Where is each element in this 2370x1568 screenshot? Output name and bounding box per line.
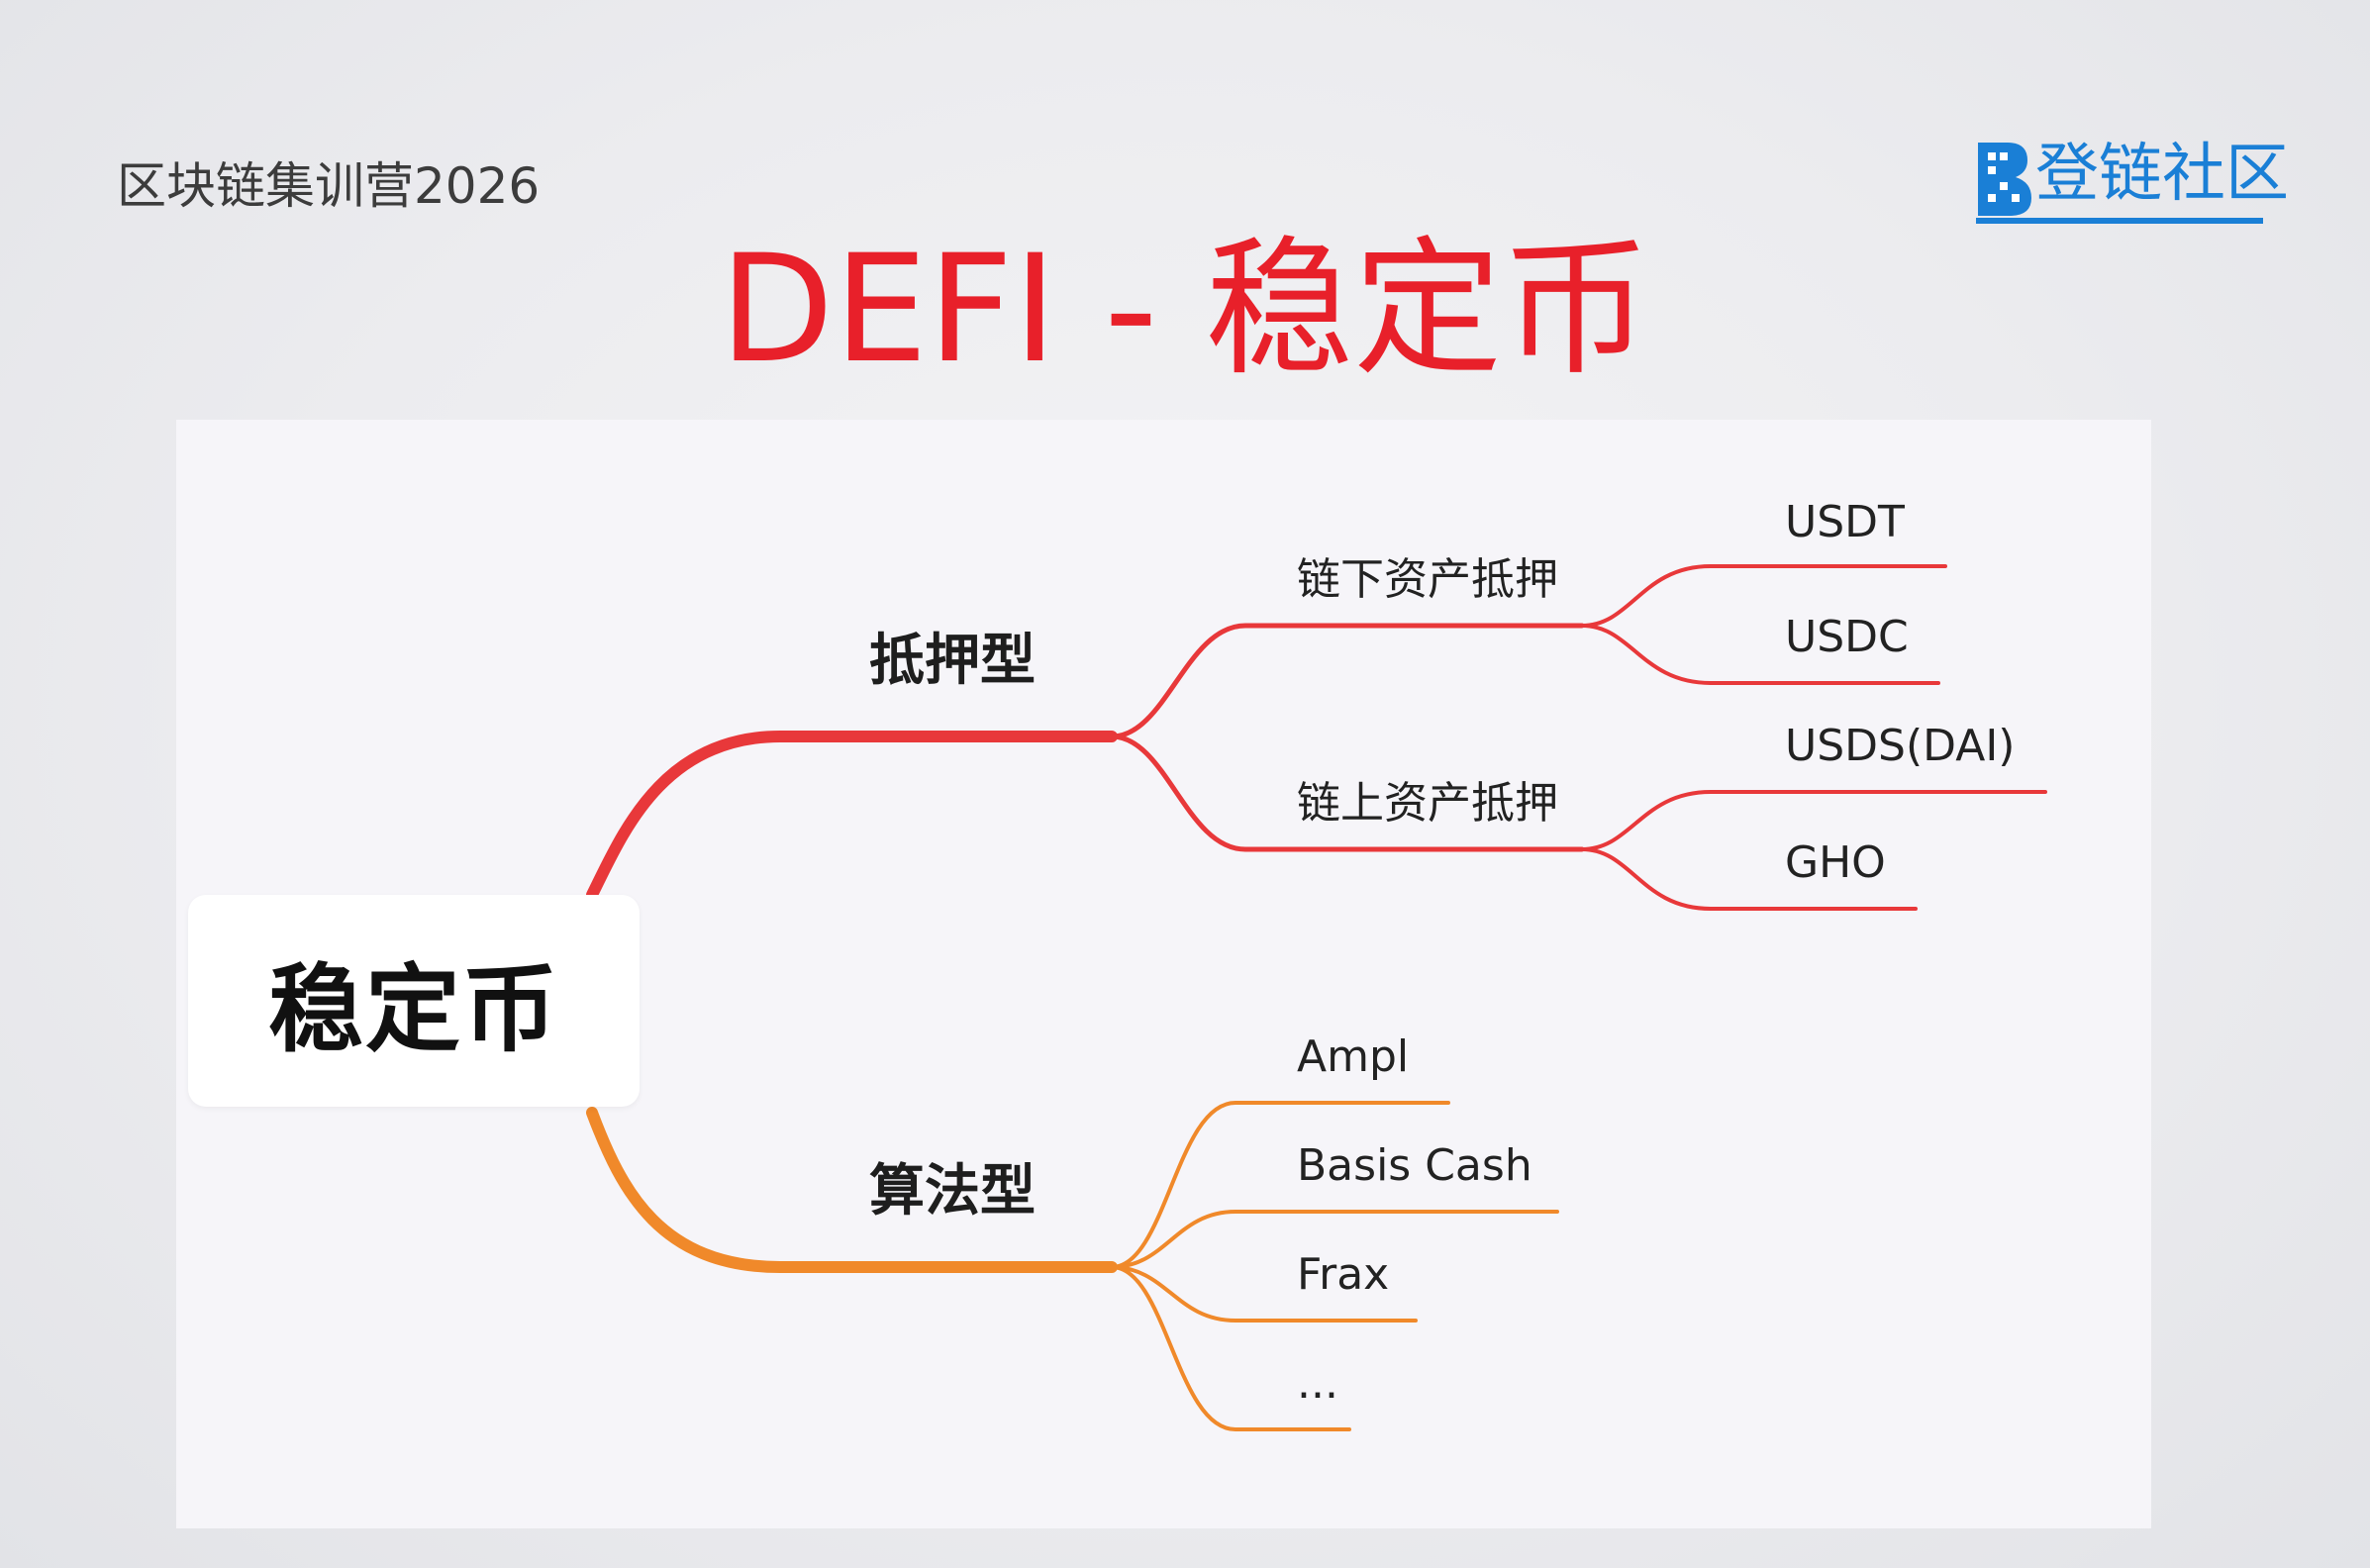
edge-onchain-gho: [1580, 847, 1918, 911]
leaf-usdt: USDT: [1785, 497, 1905, 547]
edge-root-collateral: [586, 731, 1118, 901]
edge-onchain-usds: [1580, 790, 2047, 851]
mindmap-svg: [586, 564, 2047, 1431]
leaf-usdc: USDC: [1785, 612, 1909, 662]
leaf-usds-dai: USDS(DAI): [1785, 721, 2016, 771]
course-name: 区块链集训营2026: [117, 157, 541, 215]
edge-collateral-offchain: [1109, 623, 1585, 739]
leaf-more: ...: [1297, 1358, 1338, 1409]
logo-underline: [1976, 218, 2263, 224]
edge-algo-frax: [1110, 1265, 1418, 1323]
sub-onchain-label: 链上资产抵押: [1297, 778, 1558, 829]
branch-collateral-label: 抵押型: [869, 629, 1036, 693]
upchain-logo: 登链社区: [1970, 137, 2289, 226]
branch-algorithmic-label: 算法型: [869, 1159, 1036, 1224]
root-label: 稳定币: [268, 953, 559, 1065]
edge-algo-ampl: [1110, 1101, 1450, 1269]
edge-offchain-usdc: [1580, 624, 1940, 685]
edge-collateral-onchain: [1109, 734, 1585, 852]
edge-algo-more: [1110, 1265, 1351, 1431]
edge-root-algorithmic: [586, 1107, 1118, 1273]
upchain-logo-icon: [1978, 143, 2031, 216]
edge-offchain-usdt: [1580, 564, 1947, 628]
root-node: 稳定币: [188, 895, 640, 1107]
leaf-ampl: Ampl: [1297, 1031, 1410, 1082]
leaf-frax: Frax: [1297, 1249, 1390, 1300]
edge-algo-basis: [1110, 1210, 1559, 1269]
leaf-basis-cash: Basis Cash: [1297, 1140, 1532, 1191]
logo-text: 登链社区: [2035, 138, 2289, 211]
page-title: DEFI - 稳定币: [719, 224, 1651, 396]
leaf-gho: GHO: [1785, 837, 1886, 888]
sub-offchain-label: 链下资产抵押: [1297, 554, 1558, 605]
mindmap-panel: 稳定币 抵押型 链下资产抵押 链上资产抵押 USDT USDC USDS(DAI…: [176, 420, 2151, 1528]
